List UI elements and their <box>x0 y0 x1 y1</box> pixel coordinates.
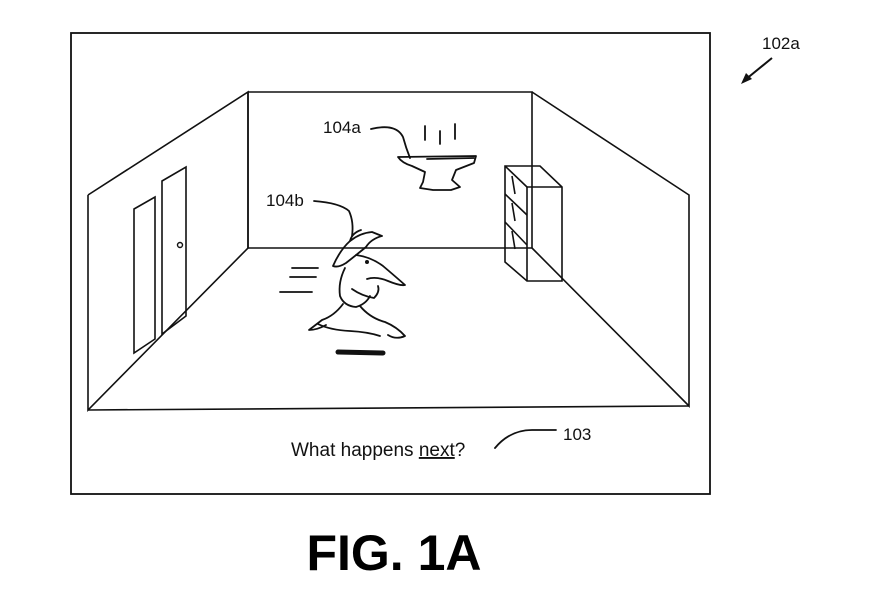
door-knob <box>176 241 184 249</box>
question-suffix: ? <box>455 440 466 461</box>
running-character <box>279 229 406 356</box>
question-leader-line <box>494 429 557 449</box>
question-ref-label: 103 <box>563 425 591 444</box>
figure-title: FIG. 1A <box>306 525 481 581</box>
frame-border <box>70 32 711 495</box>
character-leader-line <box>313 200 354 237</box>
question-prefix: What happens <box>291 440 419 461</box>
door-right <box>161 165 187 336</box>
frame-ref-label: 102a <box>762 34 800 53</box>
question-text: What happens next? <box>291 440 465 461</box>
character-ref-label: 104b <box>266 191 304 210</box>
filing-cabinet <box>504 165 563 282</box>
anvil <box>397 123 477 191</box>
anvil-ref-label: 104a <box>323 118 361 137</box>
anvil-leader-line <box>370 126 411 159</box>
frame-ref-arrow <box>741 57 773 84</box>
question-emphasis: next <box>419 440 456 461</box>
door-left <box>133 195 156 355</box>
room-outline <box>87 90 690 412</box>
